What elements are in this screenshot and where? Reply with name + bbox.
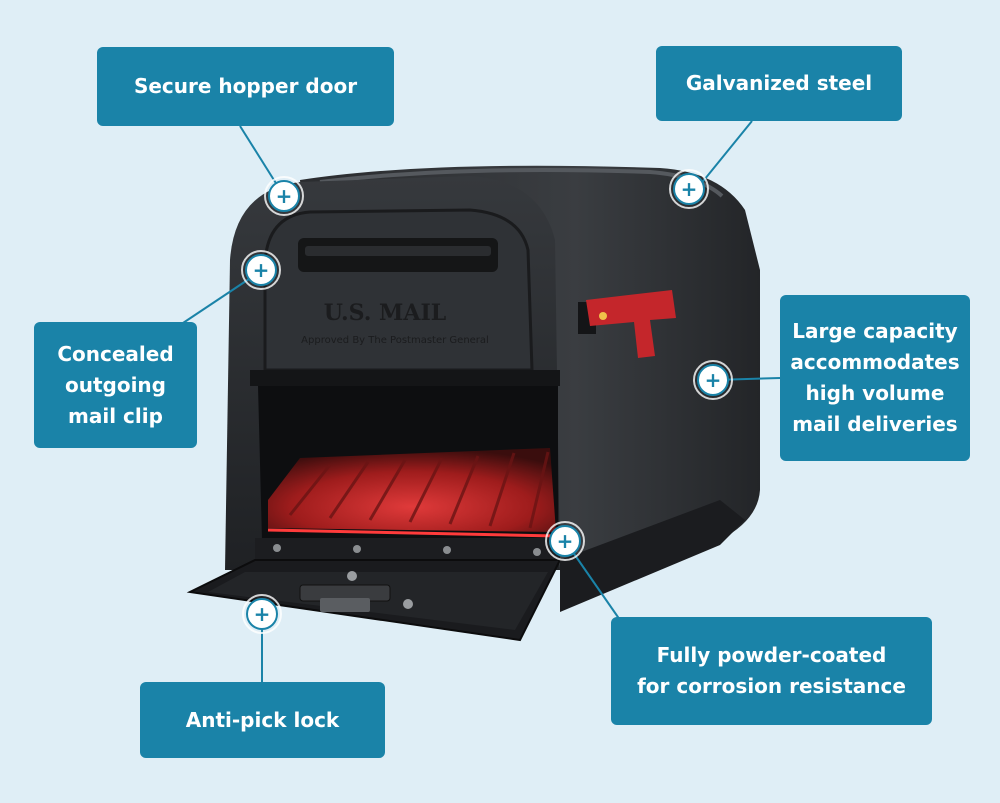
anti-pick-lock-mechanism: [299, 571, 413, 612]
rim-screws: [273, 544, 541, 556]
callout-anti-pick-lock: Anti-pick lock: [140, 682, 385, 758]
hotspot-capacity[interactable]: +: [693, 360, 733, 400]
door-ledge: [250, 370, 560, 386]
callout-large-capacity: Large capacity accommodates high volume …: [780, 295, 970, 461]
callout-concealed-mail-clip: Concealed outgoing mail clip: [34, 322, 197, 448]
hotspot-coated[interactable]: +: [545, 521, 585, 561]
connector-clip: [179, 274, 256, 326]
connector-lines: [179, 120, 781, 682]
front-lower-rim: [255, 538, 560, 560]
embossed-approved-text: Approved By The Postmaster General: [301, 335, 489, 346]
plus-icon: +: [557, 529, 574, 553]
callout-galvanized-steel: Galvanized steel: [656, 46, 902, 121]
compartment-floor-ribs: [288, 451, 550, 529]
plus-icon: +: [276, 184, 293, 208]
hotspot-lock[interactable]: +: [242, 594, 282, 634]
hotspot-steel[interactable]: +: [669, 169, 709, 209]
connector-coated: [569, 547, 621, 621]
callout-secure-hopper-door: Secure hopper door: [97, 47, 394, 126]
plus-icon: +: [705, 368, 722, 392]
hotspots: + + + + + +: [241, 169, 733, 634]
compartment-floor-glow: [268, 448, 556, 532]
hotspot-clip[interactable]: +: [241, 250, 281, 290]
plus-icon: +: [253, 258, 270, 282]
plus-icon: +: [254, 602, 271, 626]
callout-powder-coated: Fully powder-coated for corrosion resist…: [611, 617, 932, 725]
connector-steel: [699, 120, 753, 186]
mailbox-illustration: U.S. MAIL Approved By The Postmaster Gen…: [186, 165, 760, 642]
red-flag: [578, 290, 676, 358]
plus-icon: +: [681, 177, 698, 201]
hotspot-hopper[interactable]: +: [264, 176, 304, 216]
hopper-door-panel: [263, 208, 534, 372]
embossed-us-mail: U.S. MAIL: [324, 300, 446, 326]
